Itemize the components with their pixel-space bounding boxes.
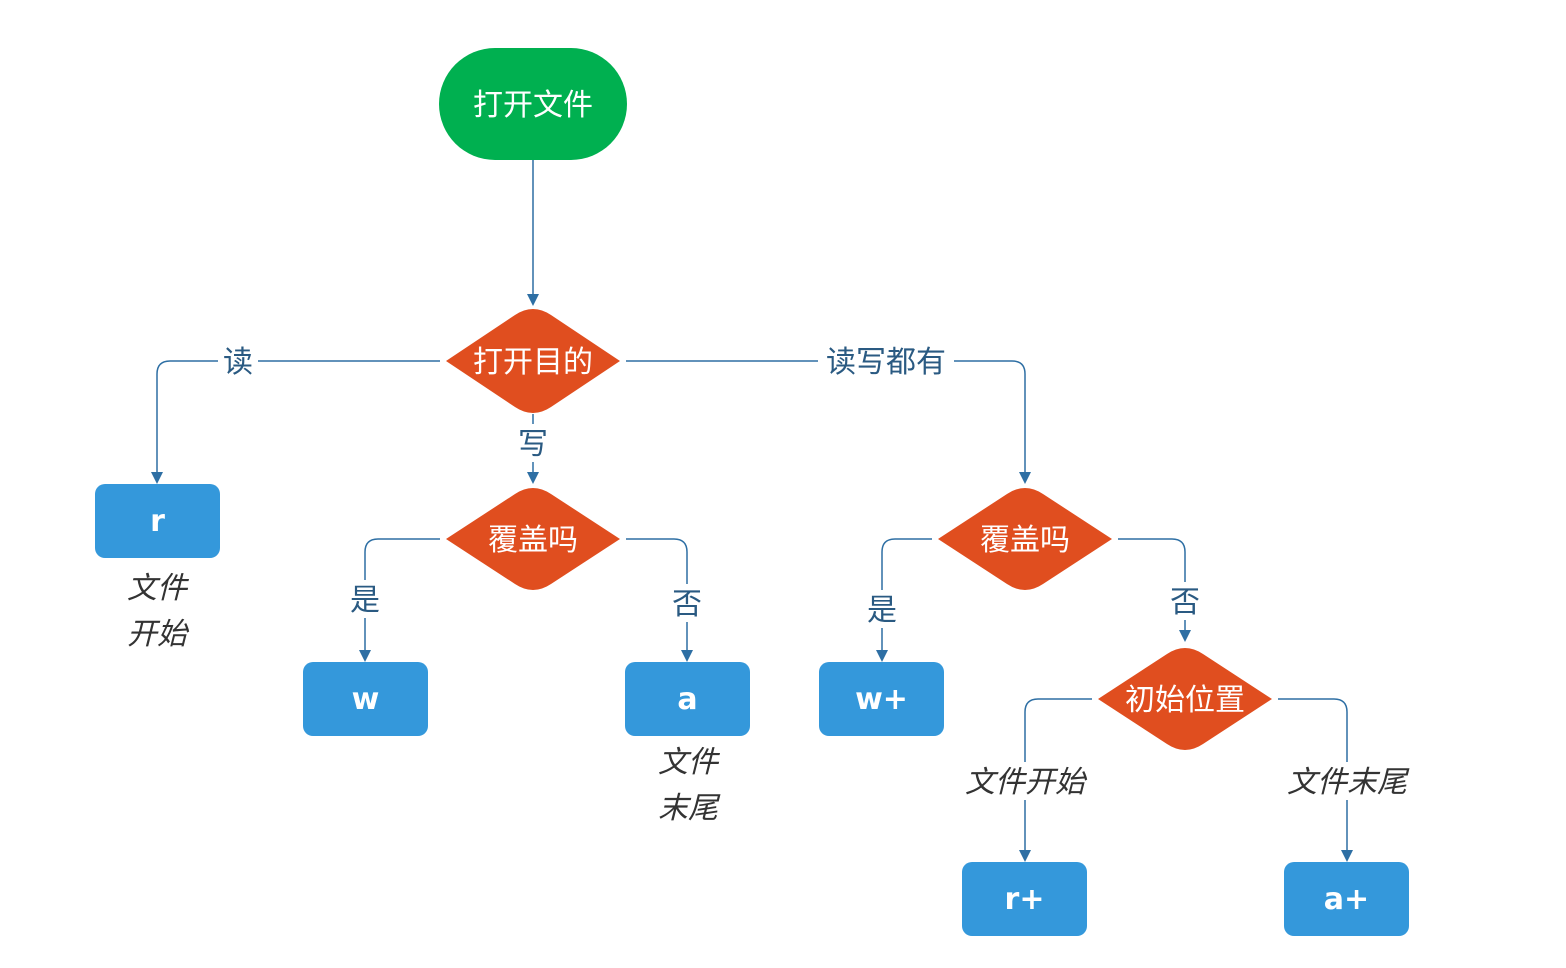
- mode-a-plus-label: a+: [1324, 882, 1369, 917]
- decision-overwrite-rw-label: 覆盖吗: [980, 523, 1070, 558]
- edge-label-yes-write: 是: [350, 583, 380, 618]
- edge-purpose-to-overwrite-rw: [626, 360, 1026, 472]
- decision-purpose-label: 打开目的: [473, 345, 593, 380]
- mode-a-label: a: [677, 682, 697, 717]
- arrowhead: [151, 472, 163, 484]
- decision-initial-position: 初始位置: [1098, 648, 1272, 750]
- note-r-line1: 文件: [127, 571, 190, 606]
- arrowhead: [681, 650, 693, 662]
- edge-purpose-to-r: [156, 360, 440, 472]
- edge-label-no-write: 否: [672, 587, 702, 622]
- edge-overwrite-to-initial-position: [1118, 538, 1186, 632]
- edge-initial-position-to-r-plus: [1024, 698, 1092, 850]
- edge-label-write: 写: [518, 427, 548, 462]
- mode-r-plus: r+: [962, 862, 1087, 936]
- note-a-line1: 文件: [658, 745, 721, 780]
- decision-overwrite-rw: 覆盖吗: [938, 488, 1112, 590]
- edge-label-read: 读: [223, 345, 253, 380]
- edge-label-no-rw: 否: [1170, 585, 1200, 620]
- arrowhead: [876, 650, 888, 662]
- edge-initial-position-to-a-plus: [1278, 698, 1348, 850]
- note-r: 文件 开始: [127, 571, 190, 652]
- arrowhead: [1019, 850, 1031, 862]
- mode-a-plus: a+: [1284, 862, 1409, 936]
- mode-w-plus-label: w+: [855, 682, 908, 717]
- note-r-line2: 开始: [127, 617, 190, 652]
- edge-overwrite-to-w: [364, 538, 440, 652]
- arrowhead: [1179, 630, 1191, 642]
- decision-overwrite-write-label: 覆盖吗: [488, 523, 578, 558]
- mode-r-label: r: [150, 504, 165, 539]
- edge-overwrite-to-w-plus: [881, 538, 932, 652]
- arrowhead: [527, 294, 539, 306]
- edge-label-read-write: 读写都有: [826, 345, 946, 380]
- decision-purpose: 打开目的: [446, 309, 620, 413]
- decision-overwrite-write: 覆盖吗: [446, 488, 620, 590]
- mode-r: r: [95, 484, 220, 558]
- edges: [151, 160, 1353, 862]
- edge-label-file-start: 文件开始: [965, 765, 1088, 800]
- mode-w: w: [303, 662, 428, 736]
- mode-w-plus: w+: [819, 662, 944, 736]
- edge-overwrite-to-a: [626, 538, 688, 652]
- edge-label-file-end: 文件末尾: [1287, 765, 1410, 800]
- note-a-line2: 末尾: [658, 791, 721, 826]
- mode-w-label: w: [352, 682, 380, 717]
- arrowhead: [359, 650, 371, 662]
- note-a: 文件 末尾: [658, 745, 721, 826]
- mode-a: a: [625, 662, 750, 736]
- arrowhead: [1019, 472, 1031, 484]
- arrowhead: [527, 472, 539, 484]
- decision-initial-position-label: 初始位置: [1125, 683, 1245, 718]
- edge-label-yes-rw: 是: [867, 593, 897, 628]
- start-node-label: 打开文件: [473, 88, 593, 123]
- start-node: 打开文件: [439, 48, 627, 160]
- mode-r-plus-label: r+: [1005, 882, 1045, 917]
- edge-labels: 读 写 读写都有 是 否 是 否 文件开始 文件末尾: [218, 342, 1414, 800]
- arrowhead: [1341, 850, 1353, 862]
